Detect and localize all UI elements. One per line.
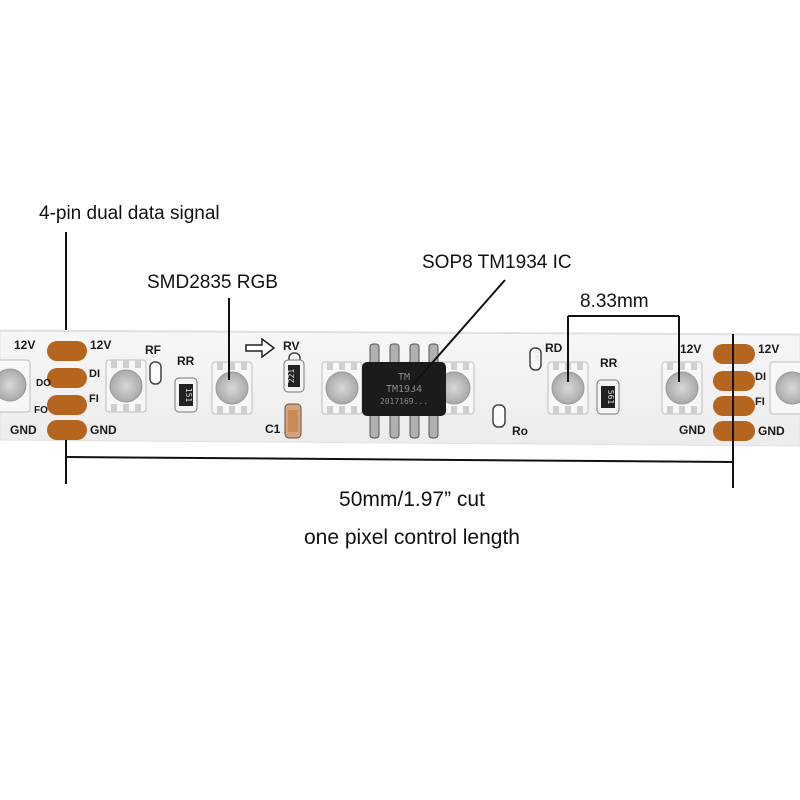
- label-do: DO: [36, 378, 51, 389]
- pcb-edge-top: [0, 330, 800, 336]
- label-c1: C1: [265, 422, 281, 436]
- resistor-code-1: 151: [184, 388, 193, 403]
- label-rf: RF: [145, 343, 161, 357]
- pad-data-2-left: [47, 395, 87, 415]
- capacitor-c1: [284, 403, 302, 439]
- label-rv: RV: [283, 339, 299, 353]
- label-di: DI: [89, 368, 100, 380]
- small-component-ro: [492, 404, 506, 428]
- small-code: 101: [534, 351, 541, 362]
- small-component-rf: [149, 361, 162, 385]
- left-pad-group: 12V 12V DO DI FO FI GND GND: [10, 338, 117, 440]
- label-rr-2: RR: [600, 356, 618, 370]
- pad-12v-left: [47, 341, 87, 361]
- cut-dimension-line: [65, 456, 734, 463]
- led-1: [105, 359, 147, 413]
- label-rd: RD: [545, 341, 563, 355]
- resistor-code-2: 221: [287, 369, 296, 384]
- label-fi-right: FI: [755, 396, 765, 408]
- resistor-rr-2: 561: [596, 379, 620, 415]
- chip-logo: TM: [398, 372, 410, 383]
- callout-pitch: 8.33mm: [580, 291, 649, 312]
- callout-pixel-control: one pixel control length: [304, 526, 520, 549]
- label-gnd-inner: GND: [90, 423, 117, 437]
- label-fi: FI: [89, 393, 99, 405]
- label-12v-outer: 12V: [14, 338, 35, 352]
- callout-four-pin: 4-pin dual data signal: [39, 203, 220, 224]
- label-ro: Ro: [512, 424, 528, 438]
- label-12v-right: 12V: [758, 342, 779, 356]
- small-component-rd: [529, 347, 542, 371]
- resistor-code-3: 561: [606, 390, 615, 405]
- label-gnd-right: GND: [758, 424, 785, 438]
- ic-chip: TM TM1934 2017169...: [362, 343, 446, 439]
- label-fo: FO: [34, 405, 48, 416]
- label-12v-inner: 12V: [90, 338, 111, 352]
- led-6: [661, 361, 703, 415]
- label-12v-right-inner: 12V: [680, 342, 701, 356]
- direction-arrow-icon: [245, 337, 276, 359]
- chip-part-number: TM1934: [386, 384, 422, 395]
- led-3: [321, 361, 363, 415]
- label-gnd-right-inner: GND: [679, 423, 706, 437]
- resistor-rr-1: 151: [174, 377, 198, 413]
- led-2: [211, 361, 253, 415]
- pad-data-1-left: [47, 368, 87, 388]
- chip-lot-code: 2017169...: [380, 397, 428, 406]
- resistor-rv: 221: [283, 359, 305, 393]
- label-di-right: DI: [755, 371, 766, 383]
- led-partial-right: [769, 361, 800, 415]
- pad-gnd-left: [47, 420, 87, 440]
- callout-ic: SOP8 TM1934 IC: [422, 252, 572, 273]
- label-rr-1: RR: [177, 354, 195, 368]
- callout-smd-led: SMD2835 RGB: [147, 272, 278, 293]
- led-partial-left: [0, 359, 31, 413]
- label-gnd-outer: GND: [10, 423, 37, 437]
- led-5: [547, 361, 589, 415]
- leader-ic: [409, 279, 506, 389]
- callout-cut-length: 50mm/1.97” cut: [339, 488, 485, 511]
